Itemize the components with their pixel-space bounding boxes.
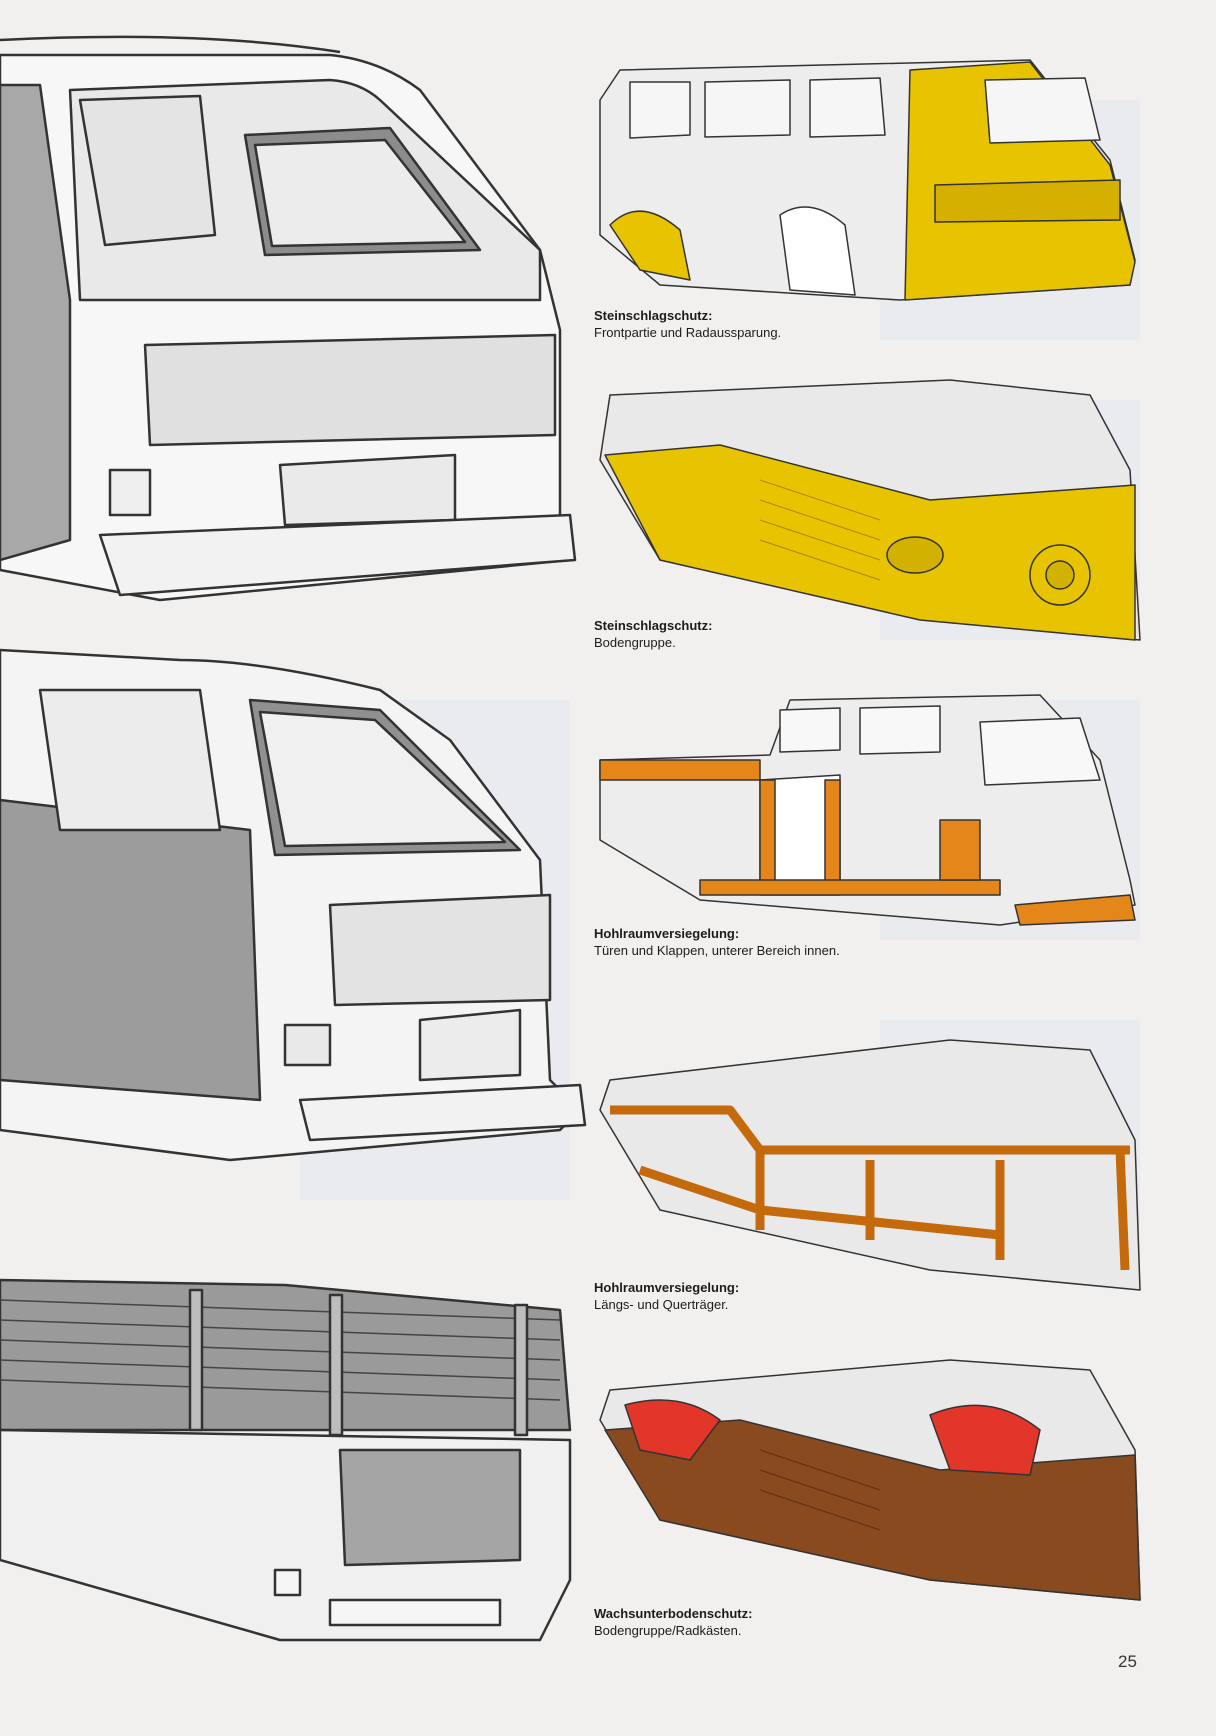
- caption-wachs: Wachsunterbodenschutz: Bodengruppe/Radkä…: [594, 1605, 1154, 1639]
- caption-steinschlag-front: Steinschlagschutz: Frontpartie und Radau…: [594, 307, 1154, 341]
- small-van-steinschlag-front-illustration: [599, 59, 1136, 301]
- small-underbody-steinschlag-illustration: [599, 379, 1141, 641]
- caption-title: Hohlraumversiegelung:: [594, 926, 740, 941]
- caption-text: Längs- und Querträger.: [594, 1297, 729, 1312]
- caption-text: Frontpartie und Radaussparung.: [594, 325, 782, 340]
- small-underbody-hohlraum-frame-illustration: [599, 1039, 1141, 1291]
- caption-hohlraum-frame: Hohlraumversiegelung: Längs- und Querträ…: [594, 1279, 1154, 1313]
- large-van-front-illustration: [0, 648, 587, 1162]
- caption-text: Bodengruppe.: [594, 635, 676, 650]
- large-pickup-bed-illustration: [0, 1278, 572, 1642]
- caption-hohlraum-doors: Hohlraumversiegelung: Türen und Klappen,…: [594, 925, 1154, 959]
- page-number: 25: [1118, 1652, 1137, 1671]
- caption-text: Bodengruppe/Radkästen.: [594, 1623, 742, 1638]
- caption-title: Steinschlagschutz:: [594, 618, 713, 633]
- caption-text: Türen und Klappen, unterer Bereich innen…: [594, 943, 840, 958]
- caption-title: Hohlraumversiegelung:: [594, 1280, 740, 1295]
- caption-title: Steinschlagschutz:: [594, 308, 713, 323]
- large-van-rear-illustration: [0, 35, 577, 602]
- small-underbody-wachs-illustration: [599, 1359, 1141, 1601]
- caption-title: Wachsunterbodenschutz:: [594, 1606, 753, 1621]
- small-doublecab-hohlraum-doors-illustration: [599, 694, 1136, 926]
- caption-steinschlag-underbody: Steinschlagschutz: Bodengruppe.: [594, 617, 1154, 651]
